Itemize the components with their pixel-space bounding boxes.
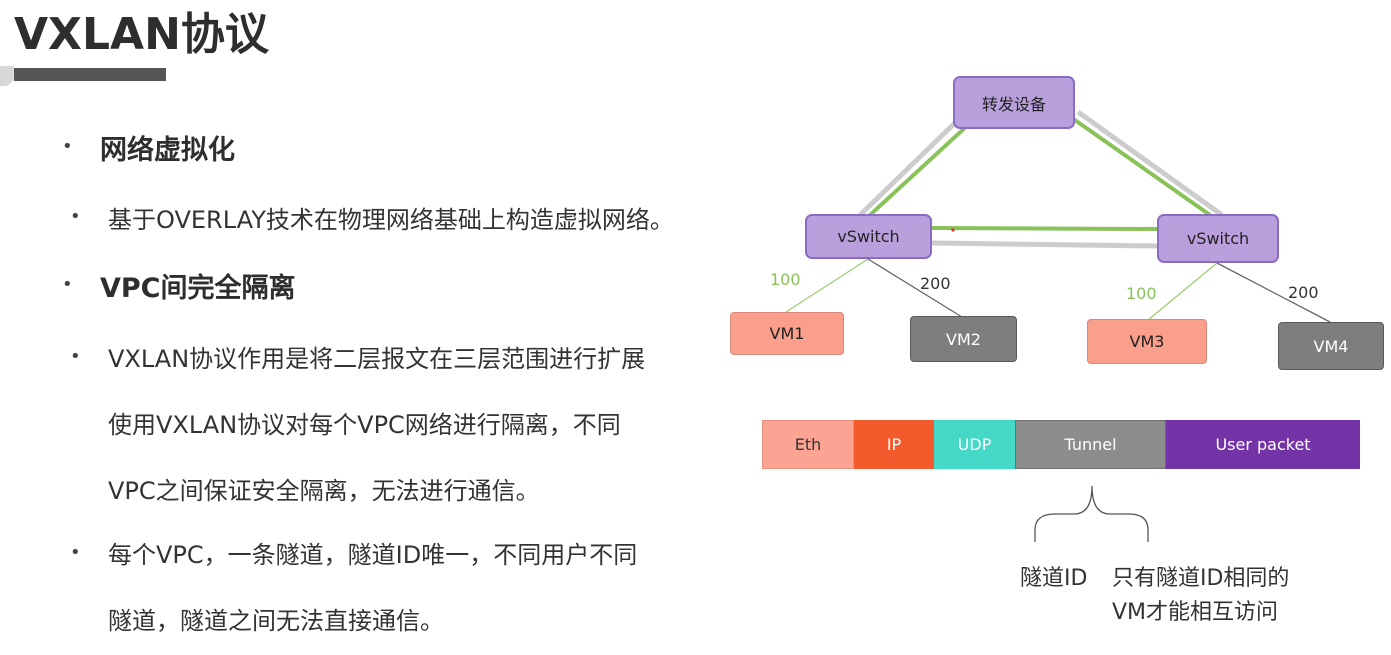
link-green-core-right [1070, 116, 1212, 217]
vlan-label-vm4: 200 [1288, 283, 1319, 302]
vm2-node: VM2 [910, 316, 1017, 362]
link-vm3 [1147, 262, 1218, 321]
link-vm1 [785, 258, 869, 313]
text-vpc-tunnel-line1: 每个VPC，一条隧道，隧道ID唯一，不同用户不同 [108, 541, 638, 569]
vm3-node: VM3 [1087, 319, 1207, 364]
packet-segment-tunnel: Tunnel [1015, 420, 1166, 469]
vlan-label-vm1: 100 [770, 270, 801, 289]
bullet-dot: • [70, 346, 81, 367]
heading-vpc-isolation: VPC间完全隔离 [100, 273, 296, 304]
link-green-switches [931, 226, 1159, 231]
page-title: VXLAN协议 [14, 9, 269, 60]
bullet-dot: • [70, 206, 81, 227]
link-gray-core-right [1076, 109, 1224, 218]
link-gray-core-left [858, 118, 960, 217]
note-same-id-line2: VM才能相互访问 [1112, 600, 1279, 625]
bullet-dot: • [70, 542, 81, 563]
forwarding-device-node: 转发设备 [953, 76, 1075, 129]
tunnel-brace [1034, 485, 1149, 542]
heading-network-virtualization: 网络虚拟化 [100, 135, 235, 166]
vlan-label-vm2: 200 [920, 274, 951, 293]
packet-segment-ip: IP [854, 420, 934, 469]
text-vxlan-line3: VPC之间保证安全隔离，无法进行通信。 [108, 477, 540, 505]
link-marker-dot [951, 228, 955, 232]
note-same-id-line1: 只有隧道ID相同的 [1112, 566, 1290, 591]
text-overlay: 基于OVERLAY技术在物理网络基础上构造虚拟网络。 [108, 206, 674, 234]
link-gray-switches [931, 240, 1159, 249]
vm4-node: VM4 [1278, 322, 1384, 370]
packet-segment-user-packet: User packet [1166, 420, 1360, 469]
text-vxlan-line2: 使用VXLAN协议对每个VPC网络进行隔离，不同 [108, 411, 621, 439]
packet-segment-eth: Eth [762, 420, 854, 469]
text-vpc-tunnel-line2: 隧道，隧道之间无法直接通信。 [108, 607, 444, 635]
link-green-core-left [868, 123, 970, 217]
note-tunnel-id: 隧道ID [1020, 566, 1088, 591]
link-vm4 [1216, 262, 1331, 323]
vxlan-packet-format: Eth IP UDP Tunnel User packet [762, 420, 1360, 469]
title-accent-tab [0, 66, 14, 86]
vswitch-left-node: vSwitch [805, 214, 932, 259]
text-vxlan-line1: VXLAN协议作用是将二层报文在三层范围进行扩展 [108, 345, 646, 373]
bullet-dot: • [62, 274, 73, 295]
packet-segment-udp: UDP [934, 420, 1015, 469]
vswitch-right-node: vSwitch [1157, 214, 1279, 263]
link-vm2 [867, 258, 963, 318]
bullet-dot: • [62, 136, 73, 157]
title-underline-bar [14, 68, 166, 81]
vlan-label-vm3: 100 [1126, 284, 1157, 303]
vm1-node: VM1 [730, 312, 844, 355]
